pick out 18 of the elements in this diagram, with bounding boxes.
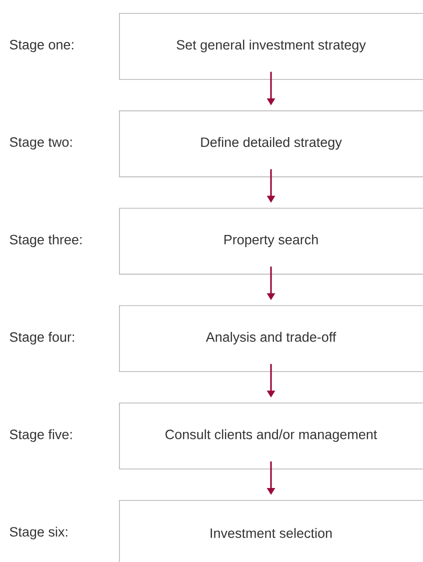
- process-box: [119, 305, 423, 372]
- node-label: Analysis and trade-off: [206, 332, 336, 344]
- process-box: [119, 110, 423, 178]
- stage-label: Stage four:: [10, 332, 74, 344]
- process-box: [119, 208, 423, 275]
- stage-label: Stage five:: [10, 429, 72, 442]
- stage-label: Stage six:: [10, 526, 68, 540]
- process-box: [119, 13, 423, 80]
- stage-label: Stage one:: [10, 40, 74, 52]
- node-label: Investment selection: [210, 528, 332, 538]
- stage-label: Stage two:: [10, 137, 72, 150]
- process-box: [119, 402, 423, 470]
- stage-label: Stage three:: [10, 234, 82, 248]
- node-label: Define detailed strategy: [201, 137, 342, 150]
- node-label: Consult clients and/or management: [166, 429, 378, 442]
- node-label: Set general investment strategy: [176, 40, 366, 52]
- process-box: [119, 500, 423, 562]
- node-label: Property search: [224, 234, 318, 248]
